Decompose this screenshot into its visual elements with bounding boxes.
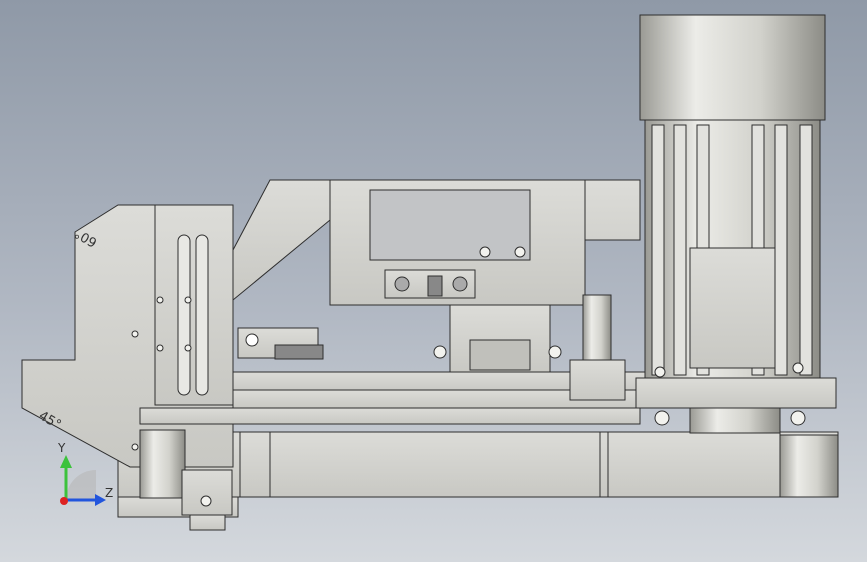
slot-plate xyxy=(154,204,234,406)
pivot-cylinder xyxy=(139,429,186,499)
z-axis-label: Z xyxy=(105,486,113,500)
clamp-bracket xyxy=(181,469,233,516)
clamp-foot xyxy=(189,514,226,531)
y-axis-label: Y xyxy=(57,441,66,455)
slot-2 xyxy=(195,234,209,396)
base-rail xyxy=(117,431,839,498)
terminal-box xyxy=(689,247,776,369)
motor-fan-cover xyxy=(639,14,826,121)
spindle xyxy=(689,407,781,434)
arm-window xyxy=(369,189,531,261)
bolt-heads xyxy=(131,246,806,507)
micrometer-base xyxy=(569,359,626,401)
micrometer-head xyxy=(582,294,612,361)
table-plate xyxy=(139,407,641,425)
slot-1 xyxy=(177,234,191,396)
coordinate-triad: Y Z xyxy=(57,441,113,506)
motor-base xyxy=(635,377,837,409)
spindle-nose xyxy=(779,434,839,498)
